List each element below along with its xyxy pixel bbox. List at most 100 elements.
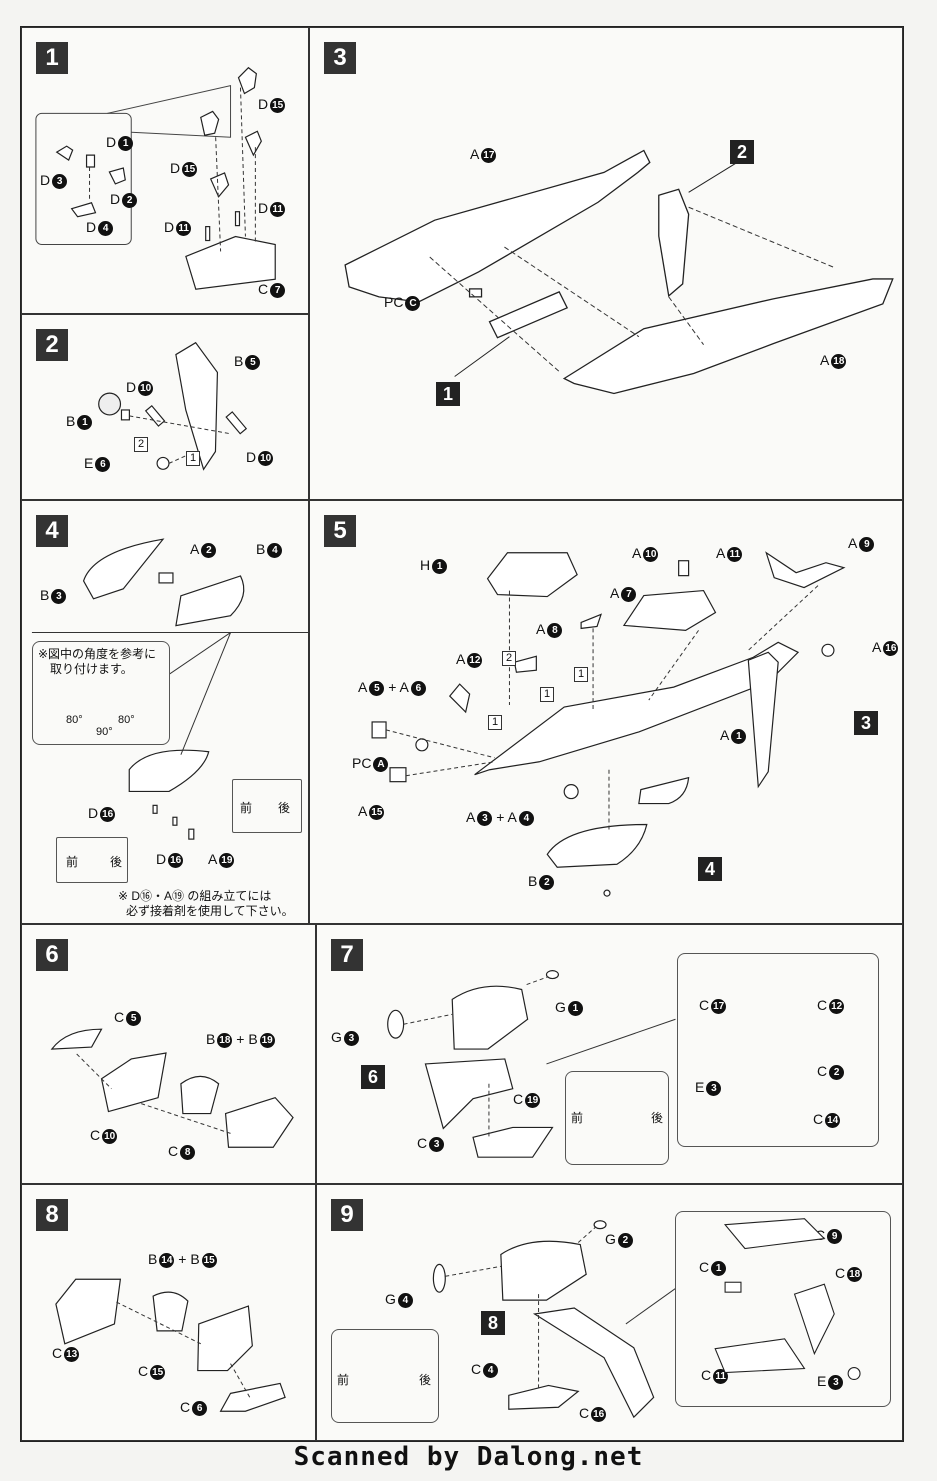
step-9-drawing (432, 1220, 696, 1419)
ref-step-6-visible: 6 (361, 1065, 385, 1089)
angle-note-line-2: 取り付けます。 (50, 662, 133, 676)
adhesive-warning-line-1: ※ D⑯・A⑲ の組み立てには (118, 889, 272, 903)
sequence-1: 1 (540, 687, 554, 702)
ref-step-3: 3 (854, 711, 878, 735)
ref-step-4: 4 (698, 857, 722, 881)
angle-right: 80° (118, 714, 135, 726)
back-label: 後 (110, 855, 123, 869)
step-3-drawing (344, 149, 894, 395)
sequence-2: 2 (134, 437, 148, 452)
front-label: 前 (240, 801, 253, 815)
front-label: 前 (337, 1373, 350, 1387)
orientation-box-left (56, 837, 128, 883)
sub-assembly-inset (677, 953, 879, 1147)
step-7-panel: 7 G1 G3 6 6 C19 C3 前 後 C17 C12 C2 E3 C14 (316, 924, 903, 1184)
orientation-box-right (232, 779, 302, 833)
sequence-1: 1 (488, 715, 502, 730)
step-number: 3 (324, 42, 356, 74)
sequence-2: 2 (502, 651, 516, 666)
step-8-drawing (55, 1278, 286, 1412)
front-label: 前 (66, 855, 79, 869)
angle-bottom: 90° (96, 726, 113, 738)
angle-reference-box (32, 641, 170, 745)
sequence-1: 1 (574, 667, 588, 682)
step-number: 1 (36, 42, 68, 74)
front-label: 前 (571, 1111, 584, 1125)
step-number: 6 (36, 939, 68, 971)
back-label: 後 (419, 1373, 432, 1387)
step-6-drawing (50, 1028, 294, 1148)
step-7-drawing (387, 970, 676, 1158)
sequence-1: 1 (186, 451, 200, 466)
orientation-inset (565, 1071, 669, 1165)
back-label: 後 (651, 1111, 664, 1125)
step-number: 8 (36, 1199, 68, 1231)
orientation-inset (331, 1329, 439, 1423)
scan-credit: Scanned by Dalong.net (293, 1442, 644, 1472)
angle-left: 80° (66, 714, 83, 726)
angle-note-line-1: ※図中の角度を参考に (38, 647, 157, 661)
